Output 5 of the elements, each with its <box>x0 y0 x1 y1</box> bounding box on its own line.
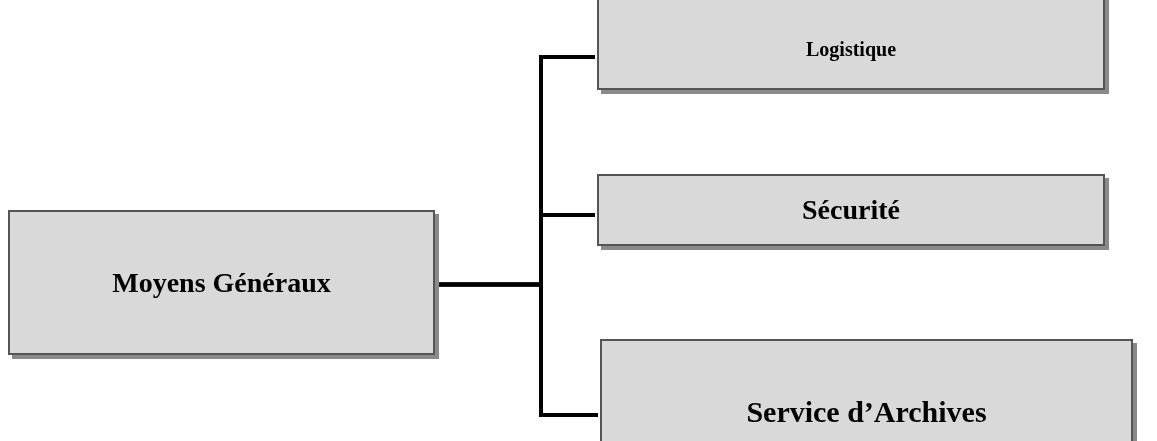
box-label: Logistique <box>806 38 896 61</box>
box-label: Service d’Archives <box>746 395 987 429</box>
box-label: Sécurité <box>802 194 900 226</box>
box-label: Moyens Généraux <box>112 266 331 299</box>
connector-line <box>437 282 598 417</box>
